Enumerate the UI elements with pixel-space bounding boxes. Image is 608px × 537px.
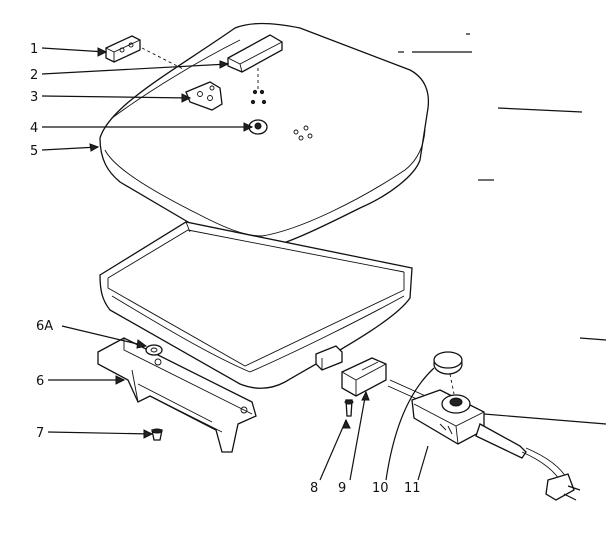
callout-8: 8 (310, 481, 318, 496)
lid-bracket (185, 81, 223, 111)
control-knob-cap (433, 351, 463, 375)
callout-1: 1 (30, 42, 38, 57)
screw (151, 428, 163, 441)
leader-arrowheads (89, 47, 370, 439)
callout-11: 11 (404, 481, 421, 496)
lid-handle (227, 34, 283, 73)
vent-holes (293, 125, 313, 141)
leader-lines (41, 47, 607, 481)
callout-4: 4 (30, 121, 38, 136)
callout-3: 3 (30, 90, 38, 105)
connector-screw (344, 399, 354, 417)
power-cord (475, 423, 569, 485)
power-plug (545, 473, 581, 501)
connector-housing (341, 357, 387, 397)
callout-2: 2 (30, 68, 38, 83)
scan-marks (398, 33, 607, 341)
callout-7: 7 (36, 426, 44, 441)
callout-10: 10 (372, 481, 389, 496)
clip-part (105, 35, 186, 71)
callout-5: 5 (30, 144, 38, 159)
lid (99, 22, 430, 251)
washer (145, 344, 163, 356)
callout-6a: 6A (36, 319, 53, 334)
temperature-control (387, 373, 485, 445)
callout-6: 6 (36, 374, 44, 389)
terminal-pins (315, 345, 343, 371)
callout-9: 9 (338, 481, 346, 496)
base-bracket (97, 337, 257, 453)
